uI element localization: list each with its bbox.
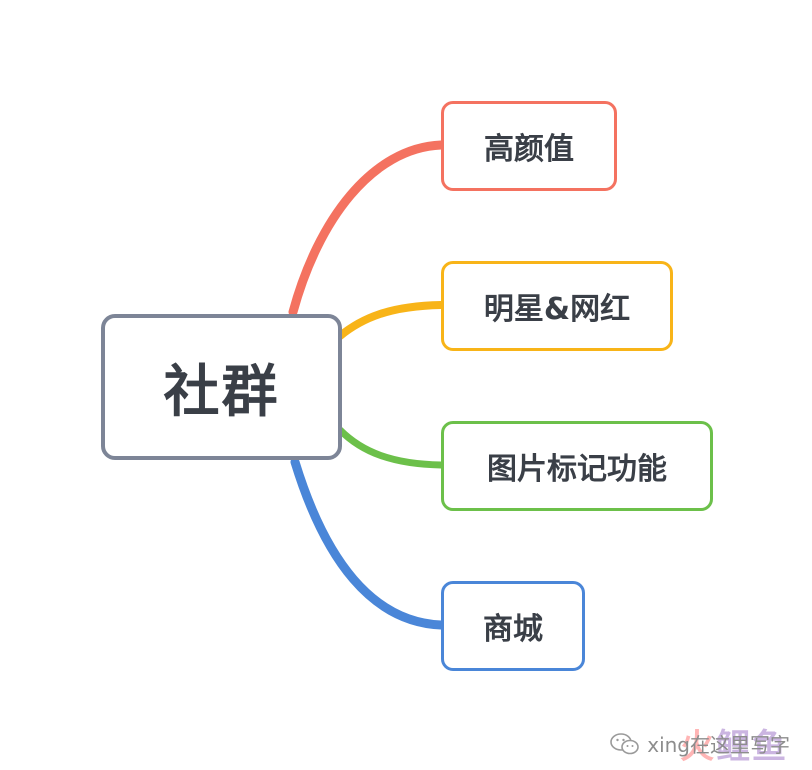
branch-label-3: 图片标记功能 bbox=[487, 452, 667, 487]
branch-label-1: 高颜值 bbox=[484, 132, 574, 167]
root-label: 社群 bbox=[163, 359, 280, 425]
branch-label-2: 明星&网红 bbox=[483, 292, 631, 327]
branch-node-2[interactable]: 明星&网红 bbox=[441, 261, 673, 351]
branch-node-3[interactable]: 图片标记功能 bbox=[441, 421, 713, 511]
watermark-logo-text: 火 bbox=[680, 727, 716, 767]
watermark-logo: 火鲤鱼 bbox=[680, 719, 788, 768]
watermark: xing在这里写字 bbox=[609, 729, 790, 758]
root-node[interactable]: 社群 bbox=[101, 314, 342, 460]
connector-branch-1 bbox=[288, 140, 446, 317]
branch-node-1[interactable]: 高颜值 bbox=[441, 101, 617, 191]
branch-label-4: 商城 bbox=[483, 612, 543, 647]
watermark-text: xing在这里写字 bbox=[647, 733, 790, 757]
watermark-logo-accent: 鲤鱼 bbox=[716, 727, 788, 767]
connector-branch-4 bbox=[290, 457, 446, 630]
wechat-icon bbox=[610, 732, 640, 754]
connector-branch-2 bbox=[336, 301, 445, 340]
branch-node-4[interactable]: 商城 bbox=[441, 581, 585, 671]
connector-branch-3 bbox=[336, 426, 445, 469]
